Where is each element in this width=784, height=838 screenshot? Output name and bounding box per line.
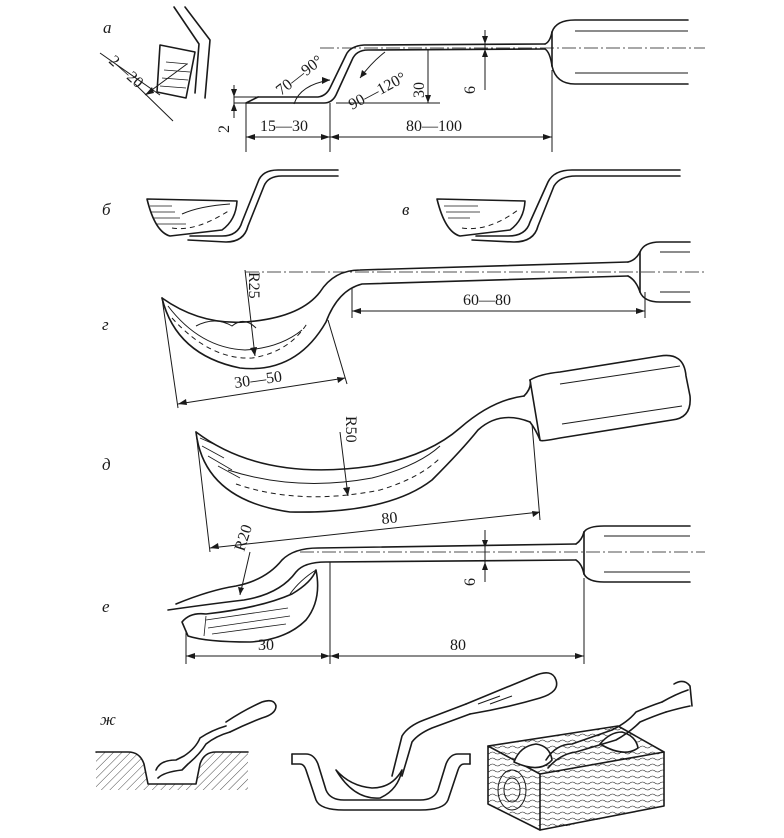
usage-wood-block <box>487 680 693 831</box>
panel-letter-zh: ж <box>100 710 116 729</box>
tool-v <box>436 169 681 243</box>
panel-e: е R20 6 30 80 <box>102 523 705 664</box>
tool-a <box>231 19 705 152</box>
dim-head-len-a: 15—30 <box>260 118 308 135</box>
usage-groove <box>95 699 277 790</box>
panel-letter-a: а <box>103 18 112 37</box>
panel-zh: ж <box>95 672 693 831</box>
dim-radius-d: R50 <box>342 416 359 443</box>
panel-letter-g: г <box>102 315 109 334</box>
dim-angle1: 70—90° <box>273 52 326 99</box>
panel-b: б <box>102 169 339 243</box>
panel-letter-e: е <box>102 597 110 616</box>
dim-rise: 30 <box>411 82 428 98</box>
tool-g <box>161 241 705 409</box>
dim-radius-g: R25 <box>245 272 262 299</box>
dim-shank-len-g: 60—80 <box>463 292 511 309</box>
dim-len-d: 80 <box>381 509 399 528</box>
panel-letter-b: б <box>102 200 111 219</box>
panel-letter-v: в <box>402 200 410 219</box>
dim-head-len-e: 30 <box>258 637 274 654</box>
dim-bevel: 2—20 <box>105 52 146 91</box>
panel-g: г R25 30—50 60—80 <box>102 241 705 409</box>
panel-d: д R50 80 <box>102 354 691 553</box>
tool-e <box>167 525 705 664</box>
panel-letter-d: д <box>102 455 111 474</box>
dim-thickness-e: 6 <box>462 578 479 586</box>
dim-head-len-g: 30—50 <box>233 368 283 392</box>
dim-tip: 2 <box>216 125 233 133</box>
dim-radius-e: R20 <box>232 523 256 554</box>
bevel-detail <box>99 6 211 122</box>
dim-shank-len-e: 80 <box>450 637 466 654</box>
usage-trough <box>291 672 558 811</box>
tool-d <box>195 354 691 553</box>
dim-angle2: 90—120° <box>346 69 409 113</box>
panel-a: а 2—20 <box>99 6 705 152</box>
dim-shank-len-a: 80—100 <box>406 118 462 135</box>
tool-b <box>146 169 339 243</box>
dim-thickness-a: 6 <box>462 86 479 94</box>
panel-v: в <box>402 169 681 243</box>
